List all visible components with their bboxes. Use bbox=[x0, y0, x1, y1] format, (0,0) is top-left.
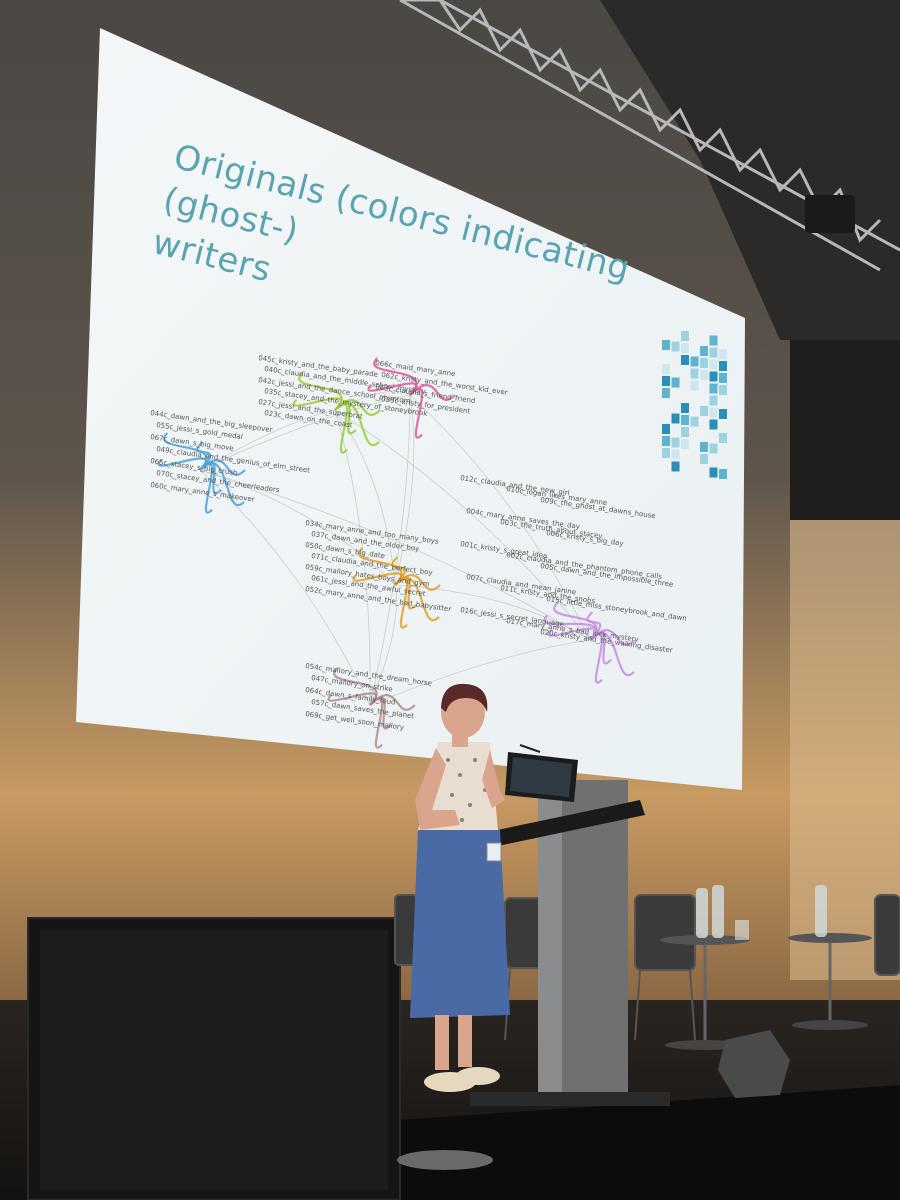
mosaic-tile bbox=[681, 343, 689, 353]
mosaic-tile bbox=[662, 388, 670, 398]
mosaic-tile bbox=[710, 336, 718, 346]
mosaic-tile bbox=[691, 369, 699, 379]
mosaic-tile bbox=[700, 370, 708, 380]
mosaic-tile bbox=[719, 349, 727, 359]
mosaic-tile bbox=[710, 348, 718, 358]
mosaic-tile bbox=[700, 442, 708, 452]
mosaic-tile bbox=[691, 381, 699, 391]
mosaic-tile bbox=[710, 444, 718, 454]
stage-floor-object bbox=[397, 1150, 493, 1170]
mosaic-tile bbox=[662, 424, 670, 434]
mosaic-tile bbox=[681, 403, 689, 413]
mosaic-tile bbox=[710, 384, 718, 394]
mosaic-tile bbox=[672, 414, 680, 424]
mosaic-tile bbox=[719, 361, 727, 371]
mosaic-tile bbox=[672, 378, 680, 388]
mosaic-tile bbox=[672, 450, 680, 460]
balcony-dark bbox=[790, 340, 900, 520]
mosaic-tile bbox=[681, 355, 689, 365]
mosaic-tile bbox=[691, 417, 699, 427]
mosaic-tile bbox=[672, 438, 680, 448]
mosaic-tile bbox=[719, 373, 727, 383]
mosaic-tile bbox=[710, 360, 718, 370]
mosaic-tile bbox=[710, 372, 718, 382]
mosaic-tile bbox=[710, 408, 718, 418]
mosaic-tile bbox=[681, 415, 689, 425]
stage-speaker-box bbox=[28, 918, 400, 1200]
mosaic-tile bbox=[710, 396, 718, 406]
mosaic-tile bbox=[681, 427, 689, 437]
mosaic-tile bbox=[719, 409, 727, 419]
mosaic-tile bbox=[691, 357, 699, 367]
mosaic-tile bbox=[719, 469, 727, 479]
mosaic-tile bbox=[710, 468, 718, 478]
mosaic-tile bbox=[672, 462, 680, 472]
mosaic-tile bbox=[662, 436, 670, 446]
mosaic-tile bbox=[681, 439, 689, 449]
mosaic-tile bbox=[662, 364, 670, 374]
mosaic-tile bbox=[681, 331, 689, 341]
mosaic-tile bbox=[672, 342, 680, 352]
mosaic-tile bbox=[700, 358, 708, 368]
mosaic-tile bbox=[700, 406, 708, 416]
speaker-hanging bbox=[805, 195, 855, 233]
mosaic-tile bbox=[662, 448, 670, 458]
mosaic-tile bbox=[719, 433, 727, 443]
mosaic-tile bbox=[719, 385, 727, 395]
mosaic-tile bbox=[700, 454, 708, 464]
mosaic-tile bbox=[710, 420, 718, 430]
mosaic-tile bbox=[662, 376, 670, 386]
mosaic-tile bbox=[700, 346, 708, 356]
